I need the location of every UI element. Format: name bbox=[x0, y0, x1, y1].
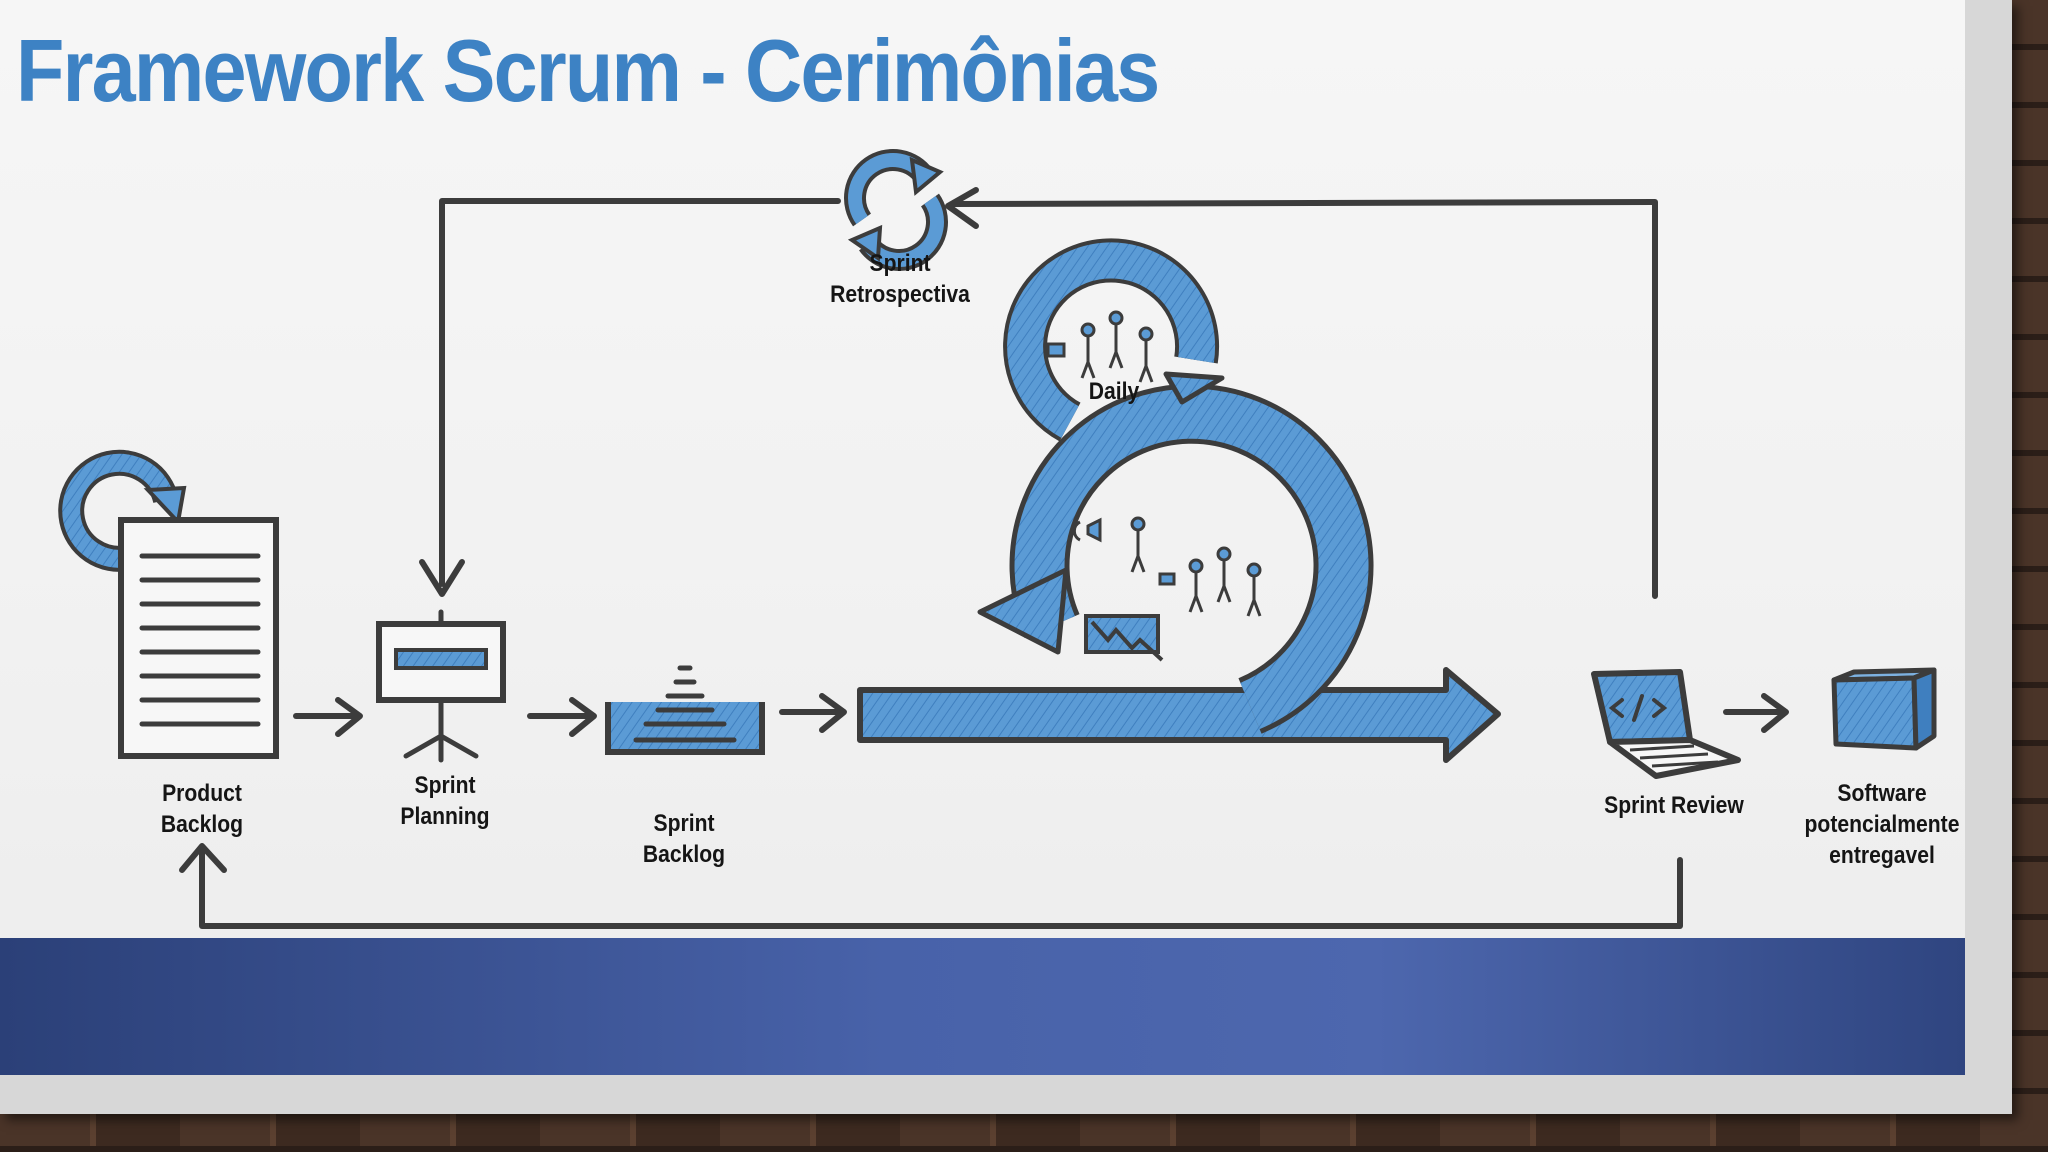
burndown-chart-icon bbox=[1084, 614, 1164, 662]
label-product-backlog: Product Backlog bbox=[160, 780, 244, 838]
arrow-planning-to-sprint-backlog bbox=[527, 697, 597, 737]
stacked-tray-icon bbox=[605, 665, 765, 755]
recycle-arrows-icon bbox=[844, 149, 948, 271]
slide-title: Framework Scrum - Cerimônias bbox=[16, 21, 1160, 120]
flow-arrows bbox=[293, 693, 1789, 737]
label-sprint-backlog: Sprint Backlog bbox=[642, 810, 726, 868]
team-members-illustration bbox=[1072, 516, 1262, 617]
label-sprint-retrospectiva: Sprint Retrospectiva bbox=[830, 250, 970, 308]
retrospective-loop-line bbox=[419, 187, 1658, 599]
sprint-cycle-loop bbox=[977, 383, 1374, 734]
team-cycle-icon bbox=[1003, 238, 1225, 442]
label-daily: Daily bbox=[1088, 378, 1140, 405]
document-refresh-icon bbox=[58, 449, 279, 759]
label-sprint-review: Sprint Review bbox=[1604, 792, 1744, 819]
slide-canvas bbox=[0, 0, 1965, 1075]
sprint-main-arrow bbox=[857, 667, 1501, 763]
bottom-return-line bbox=[179, 843, 1683, 929]
easel-board-icon bbox=[376, 609, 506, 763]
label-sprint-planning: Sprint Planning bbox=[400, 772, 490, 830]
arrow-sprint-backlog-to-sprint bbox=[779, 693, 847, 733]
label-software-entregavel: Software potencialmente entregavel bbox=[1804, 780, 1960, 869]
laptop-code-icon bbox=[1591, 669, 1741, 779]
arrow-review-to-software bbox=[1723, 693, 1789, 733]
slide-frame bbox=[0, 0, 2012, 1114]
footer-band bbox=[0, 938, 1965, 1075]
arrow-backlog-to-planning bbox=[293, 697, 363, 737]
box-icon bbox=[1831, 667, 1937, 751]
